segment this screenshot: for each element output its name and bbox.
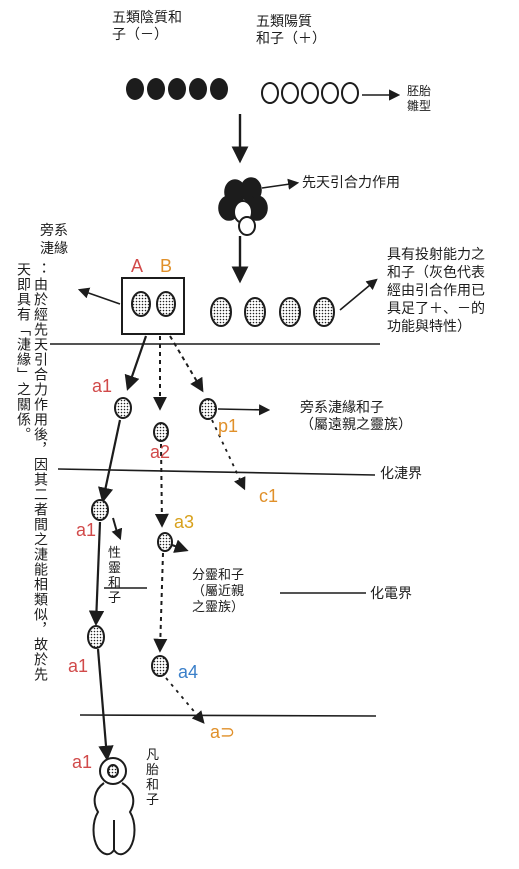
positive-label: 五類陽質 和子（＋） <box>256 14 326 47</box>
marker-a1-third: a1 <box>68 656 89 676</box>
marker-a1-second: a1 <box>76 520 97 540</box>
projecting-particles <box>210 297 335 327</box>
embryo-label: 胚胎 雛型 <box>407 84 432 113</box>
marker-a1-final: a1 <box>72 752 93 772</box>
marker-c1: c1 <box>259 486 279 506</box>
negative-particles <box>126 78 228 100</box>
positive-particles <box>261 82 359 104</box>
mortal-particle-label: 凡 胎 和 子 <box>146 748 160 808</box>
innate-force-label: 先天引合力作用 <box>302 175 400 191</box>
marker-a1: a1 <box>92 376 113 396</box>
marker-p1: p1 <box>218 416 239 436</box>
merged-cluster <box>218 177 268 236</box>
marker-b: B <box>160 256 173 276</box>
marker-a: A <box>131 256 144 276</box>
marker-a5: a⊃ <box>210 722 236 742</box>
soul-particle-label: 性 靈 和 子 <box>108 546 122 606</box>
side-lineage-label: 旁系 𣶏緣 <box>40 223 68 257</box>
split-particle-label: 分靈和子 （屬近親 之靈族） <box>192 568 245 615</box>
marker-a2: a2 <box>150 442 171 462</box>
left-explanation: ：由於經先天引合力作用後，因其二者間之𣶏能相類似，故於先天即具有「𣶏緣」之關係。 <box>15 262 48 682</box>
realm-yuan-label: 化𣶏界 <box>380 466 422 482</box>
side-particle-label: 旁系𣶏緣和子 （屬遠親之靈族） <box>300 400 412 433</box>
realm-dian-label: 化電界 <box>370 586 412 602</box>
negative-label: 五類陰質和 子（－） <box>112 10 182 43</box>
marker-a3: a3 <box>174 512 195 532</box>
ab-box <box>121 277 185 335</box>
marker-a4: a4 <box>178 662 199 682</box>
projecting-particle-label: 具有投射能力之 和子（灰色代表 經由引合作用已 具足了＋、－的 功能與特性） <box>387 247 485 335</box>
fetus-figure <box>92 757 136 856</box>
